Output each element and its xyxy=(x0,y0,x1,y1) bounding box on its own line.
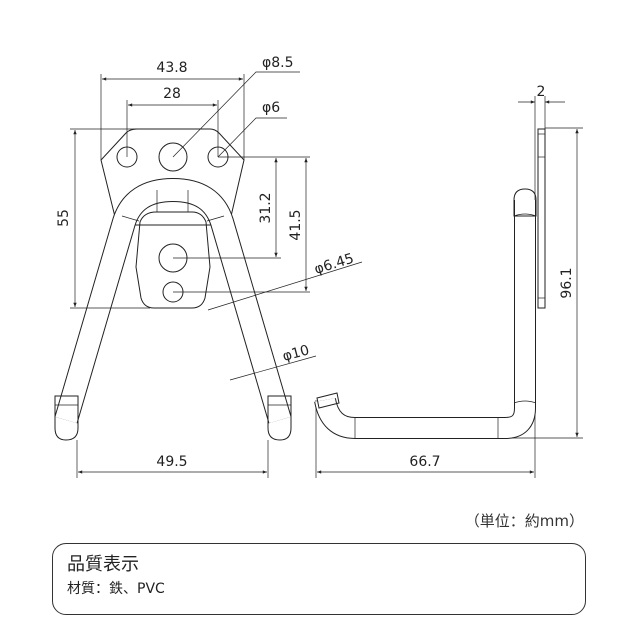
material-text: 材質：鉄、PVC xyxy=(67,581,165,597)
dim-phi-6: φ6 xyxy=(262,100,280,116)
dim-49-5: 49.5 xyxy=(156,454,187,470)
dim-31-2: 31.2 xyxy=(258,192,274,223)
hook-outline xyxy=(314,200,536,439)
side-plate xyxy=(537,128,546,309)
dim-96-1: 96.1 xyxy=(559,267,575,298)
cap-right xyxy=(267,395,292,441)
dim-phi-10: φ10 xyxy=(281,342,311,364)
quality-title: 品質表示 xyxy=(67,554,139,575)
front-view xyxy=(54,128,292,441)
dim-41-5: 41.5 xyxy=(288,209,304,240)
side-view xyxy=(314,128,546,439)
dim-phi-8-5: φ8.5 xyxy=(262,55,294,71)
hole-center xyxy=(158,142,188,172)
wire-fill xyxy=(55,178,291,424)
quality-label-box: 品質表示 材質：鉄、PVC xyxy=(52,543,586,615)
dim-66-7: 66.7 xyxy=(409,454,440,470)
dim-55: 55 xyxy=(56,209,72,227)
unit-note: （単位：約mm） xyxy=(464,512,584,530)
dim-28: 28 xyxy=(163,86,181,102)
dim-43-8: 43.8 xyxy=(156,60,187,76)
dim-2: 2 xyxy=(537,84,546,100)
cap-left xyxy=(54,395,79,441)
lower-plate xyxy=(135,211,211,309)
dim-phi-6-45: φ6.45 xyxy=(312,251,355,278)
